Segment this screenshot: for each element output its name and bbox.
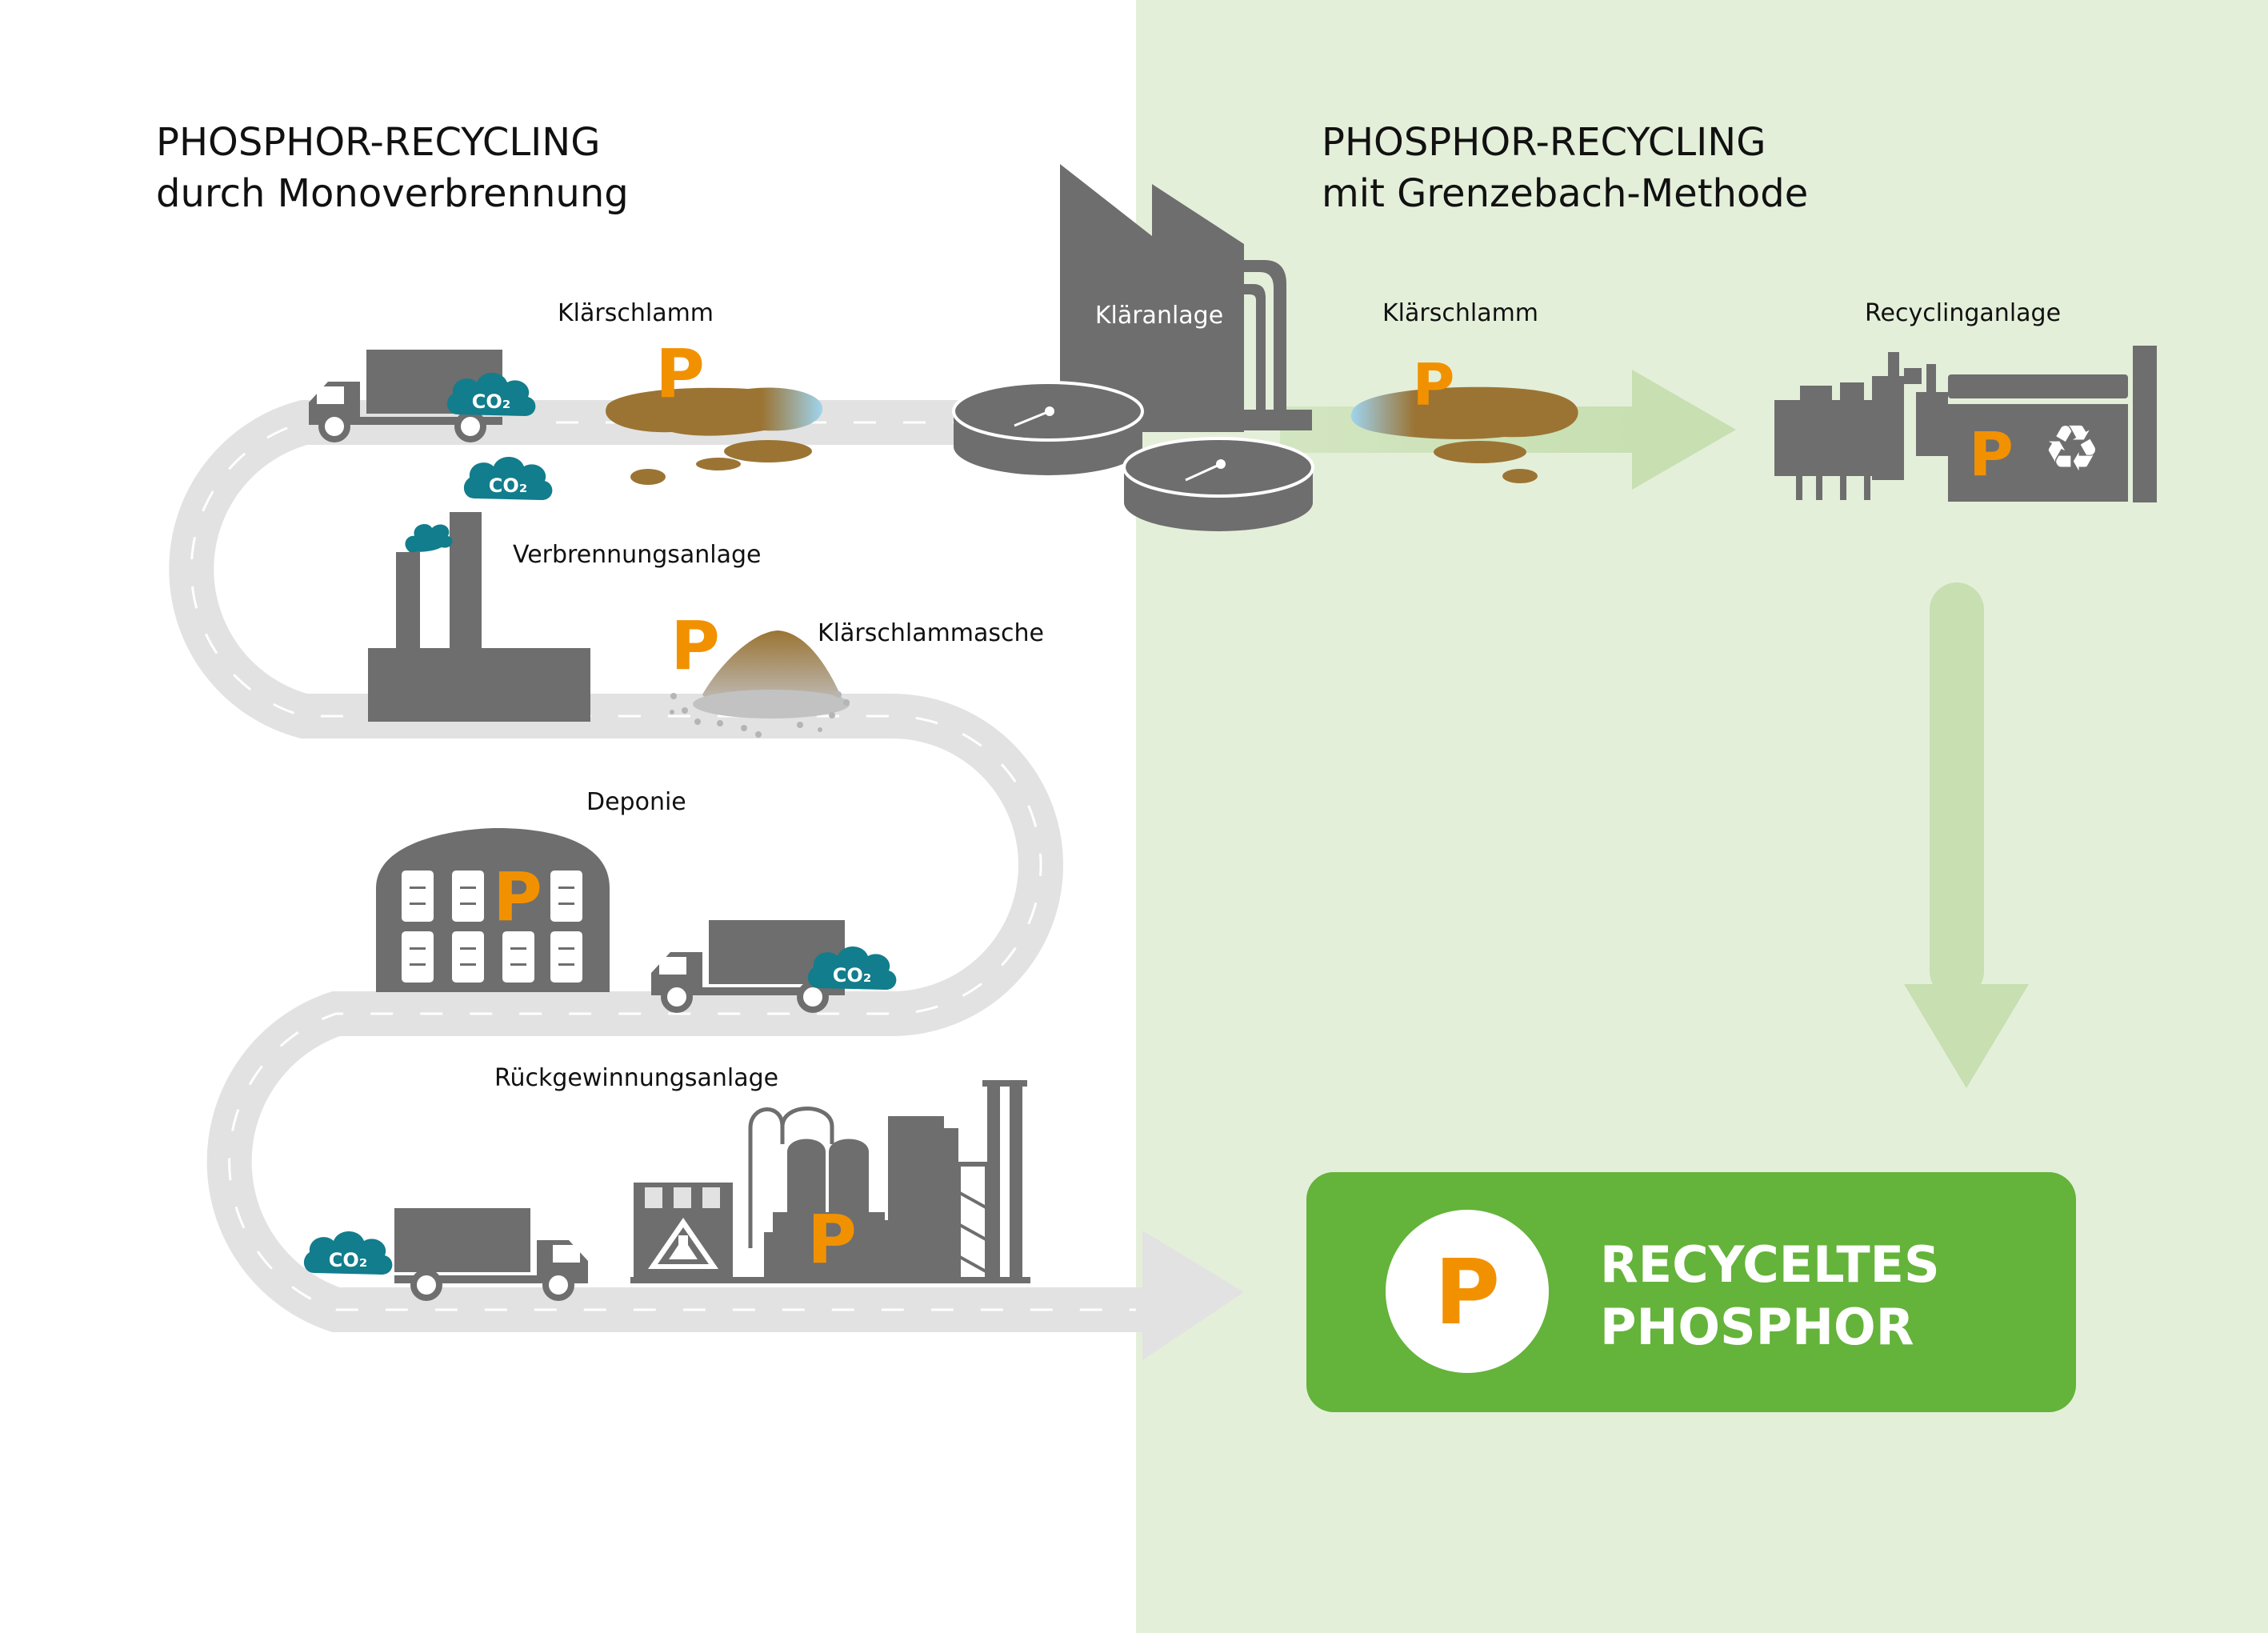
svg-text:♻: ♻ [2043,411,2101,486]
left-title-line-2: durch Monoverbrennung [156,171,629,216]
phosphor-icon: P [1969,418,2014,490]
label-rueckgewinnungsanlage: Rückgewinnungsanlage [494,1064,779,1092]
right-title: PHOSPHOR-RECYCLING mit Grenzebach-Method… [1322,117,1808,219]
result-line-1: RECYCELTES [1600,1235,1940,1294]
recovery-plant-icon [630,1080,1030,1283]
recycle-icon: ♻ [2043,411,2101,486]
phosphor-icon: P [807,1200,857,1279]
phosphor-icon: P [493,858,542,936]
phosphor-icon: P [1413,351,1455,418]
label-klaerschlamm-left: Klärschlamm [558,299,714,327]
recycled-phosphor-result-box [1306,1172,2076,1412]
label-klaeranlage: Kläranlage [1095,302,1223,330]
label-recyclinganlage: Recyclinganlage [1865,299,2062,327]
phosphor-icon: P [655,334,705,413]
right-title-line-1: PHOSPHOR-RECYCLING [1322,120,1766,165]
co2-cloud-icon: CO₂ [303,1231,393,1275]
label-verbrennungsanlage: Verbrennungsanlage [513,541,762,569]
incinerator-plant-icon [368,512,590,722]
factory-icon [1060,164,1312,432]
svg-text:CO₂: CO₂ [833,964,872,987]
sludge-puddle-left [606,387,823,485]
truck-icon [394,1208,588,1298]
landfill-building-icon [376,828,610,992]
label-deponie: Deponie [586,788,686,816]
result-line-2: PHOSPHOR [1600,1298,1914,1356]
right-title-line-2: mit Grenzebach-Methode [1322,171,1809,216]
label-klaerschlammasche: Klärschlammasche [818,619,1045,647]
co2-cloud-icon: CO₂ [463,457,553,500]
green-flow-arrow-vertical [1904,582,2029,1088]
ash-pile-icon [670,630,850,738]
left-title: PHOSPHOR-RECYCLING durch Monoverbrennung [156,117,629,219]
co2-cloud-icon: CO₂ [446,373,536,416]
sludge-puddle-right [1350,386,1578,483]
left-title-line-1: PHOSPHOR-RECYCLING [156,120,601,165]
phosphor-icon: P [1434,1241,1500,1345]
clarifier-tank-1 [952,381,1144,475]
hazard-flask-icon [648,1218,718,1269]
clarifier-tank-2 [1122,437,1314,531]
road-end-arrow [1142,1231,1244,1360]
recycling-plant-icon [1774,346,2157,502]
svg-text:CO₂: CO₂ [472,390,511,413]
svg-text:CO₂: CO₂ [489,474,528,497]
phosphor-icon: P [670,606,720,685]
label-klaerschlamm-right: Klärschlamm [1382,299,1539,327]
co2-cloud-icon: CO₂ [807,947,897,990]
svg-text:CO₂: CO₂ [329,1249,368,1271]
